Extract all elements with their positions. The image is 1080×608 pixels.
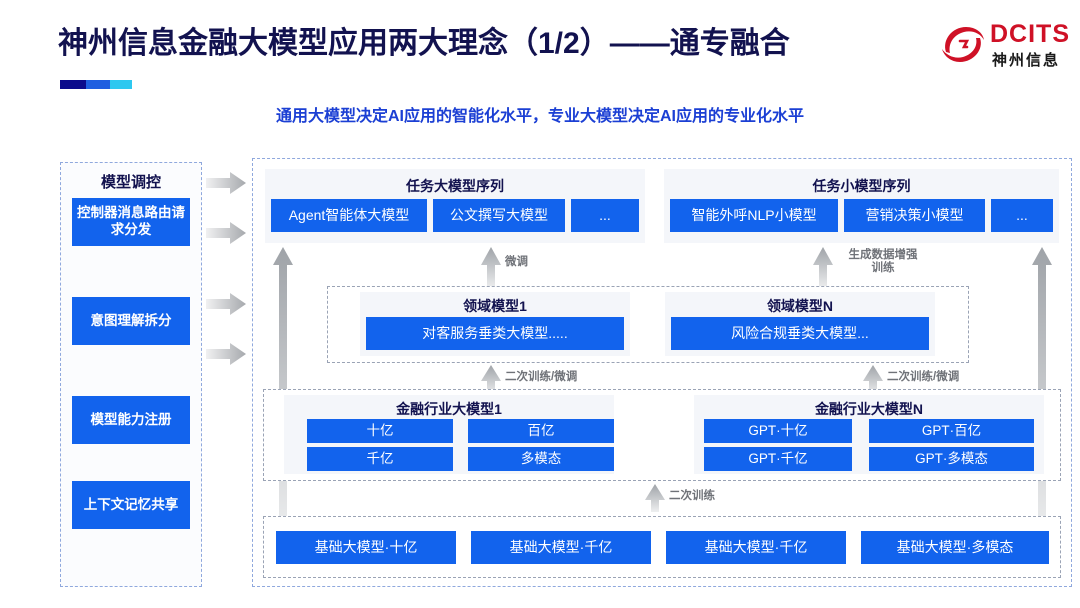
retrain-arrow-left-icon <box>481 365 501 395</box>
dcits-swirl-icon <box>940 22 986 66</box>
domain-model-n-title: 领域模型N <box>766 298 834 314</box>
industry-1-item-2[interactable]: 百亿 <box>468 419 614 443</box>
logo-brand-cn-text: 神州信息 <box>992 52 1061 69</box>
base-model-4[interactable]: 基础大模型·多模态 <box>861 531 1049 564</box>
industry-model-group: 金融行业大模型1 十亿 百亿 千亿 多模态 金融行业大模型N GPT·十亿 GP… <box>263 389 1061 481</box>
task-model-small-more[interactable]: ... <box>991 199 1053 232</box>
base-model-3[interactable]: 基础大模型·千亿 <box>666 531 846 564</box>
control-item-context-memory[interactable]: 上下文记忆共享 <box>72 481 190 529</box>
accent-segment-2 <box>86 80 110 89</box>
control-item-intent-understanding[interactable]: 意图理解拆分 <box>72 297 190 345</box>
data-augment-label: 生成数据增强 训练 <box>848 249 918 275</box>
control-item-controller-routing[interactable]: 控制器消息路由请求分发 <box>72 198 190 246</box>
domain-model-group: 领域模型1 对客服务垂类大模型..... 领域模型N 风险合规垂类大模型... <box>327 286 969 363</box>
flow-arrow-1-icon <box>206 172 246 194</box>
fine-tune-label: 微调 <box>505 256 528 268</box>
domain-model-1-title: 领域模型1 <box>463 298 527 314</box>
accent-segment-3 <box>110 80 132 89</box>
base-model-group: 基础大模型·十亿 基础大模型·千亿 基础大模型·千亿 基础大模型·多模态 <box>263 516 1061 578</box>
industry-n-item-4[interactable]: GPT·多模态 <box>869 447 1034 471</box>
industry-model-1-panel: 金融行业大模型1 十亿 百亿 千亿 多模态 <box>284 395 614 474</box>
industry-1-item-1[interactable]: 十亿 <box>307 419 453 443</box>
retrain-finetune-right-label: 二次训练/微调 <box>887 371 960 383</box>
page-subtitle: 通用大模型决定AI应用的智能化水平，专业大模型决定AI应用的专业化水平 <box>275 108 804 125</box>
logo-brand-text: DCITS <box>990 20 1070 48</box>
industry-1-item-4[interactable]: 多模态 <box>468 447 614 471</box>
task-model-marketing-decision[interactable]: 营销决策小模型 <box>844 199 985 232</box>
industry-n-item-3[interactable]: GPT·千亿 <box>704 447 852 471</box>
retrain-arrow-center-icon <box>645 484 665 512</box>
domain-model-n-item[interactable]: 风险合规垂类大模型... <box>671 317 929 350</box>
industry-model-n-title: 金融行业大模型N <box>814 401 924 417</box>
flow-arrow-2-icon <box>206 222 246 244</box>
task-model-outbound-nlp[interactable]: 智能外呼NLP小模型 <box>670 199 838 232</box>
retrain-arrow-right-icon <box>863 365 883 395</box>
domain-model-1-panel: 领域模型1 对客服务垂类大模型..... <box>360 292 630 356</box>
architecture-diagram: 任务大模型序列 Agent智能体大模型 公文撰写大模型 ... 任务小模型序列 … <box>252 158 1072 587</box>
fine-tune-arrow-icon <box>481 247 501 289</box>
industry-n-item-1[interactable]: GPT·十亿 <box>704 419 852 443</box>
accent-segment-1 <box>60 80 86 89</box>
domain-model-1-item[interactable]: 对客服务垂类大模型..... <box>366 317 624 350</box>
industry-n-item-2[interactable]: GPT·百亿 <box>869 419 1034 443</box>
data-augment-arrow-icon <box>813 247 833 289</box>
task-large-model-panel: 任务大模型序列 Agent智能体大模型 公文撰写大模型 ... <box>265 169 645 243</box>
task-model-document-writing[interactable]: 公文撰写大模型 <box>433 199 565 232</box>
model-control-title: 模型调控 <box>100 174 161 191</box>
task-model-agent[interactable]: Agent智能体大模型 <box>271 199 427 232</box>
accent-bar <box>60 80 132 89</box>
dcits-logo: DCITS 神州信息 <box>940 16 1069 78</box>
control-item-capability-register[interactable]: 模型能力注册 <box>72 396 190 444</box>
task-large-model-title: 任务大模型序列 <box>406 178 504 194</box>
industry-1-item-3[interactable]: 千亿 <box>307 447 453 471</box>
page-header: 神州信息金融大模型应用两大理念（1/2）——通专融合 DCITS 神州信息 通用… <box>0 0 1080 125</box>
task-small-model-panel: 任务小模型序列 智能外呼NLP小模型 营销决策小模型 ... <box>664 169 1059 243</box>
industry-model-n-panel: 金融行业大模型N GPT·十亿 GPT·百亿 GPT·千亿 GPT·多模态 <box>694 395 1044 474</box>
page-title: 神州信息金融大模型应用两大理念（1/2）——通专融合 <box>58 27 790 60</box>
industry-model-1-title: 金融行业大模型1 <box>396 401 502 417</box>
task-model-more[interactable]: ... <box>571 199 639 232</box>
flow-arrow-4-icon <box>206 343 246 365</box>
retrain-finetune-left-label: 二次训练/微调 <box>505 371 578 383</box>
flow-arrow-3-icon <box>206 293 246 315</box>
model-control-panel: 模型调控 控制器消息路由请求分发 意图理解拆分 模型能力注册 上下文记忆共享 <box>60 162 202 587</box>
base-model-2[interactable]: 基础大模型·千亿 <box>471 531 651 564</box>
domain-model-n-panel: 领域模型N 风险合规垂类大模型... <box>665 292 935 356</box>
base-model-1[interactable]: 基础大模型·十亿 <box>276 531 456 564</box>
task-small-model-title: 任务小模型序列 <box>812 178 911 194</box>
retrain-label: 二次训练 <box>669 490 715 502</box>
